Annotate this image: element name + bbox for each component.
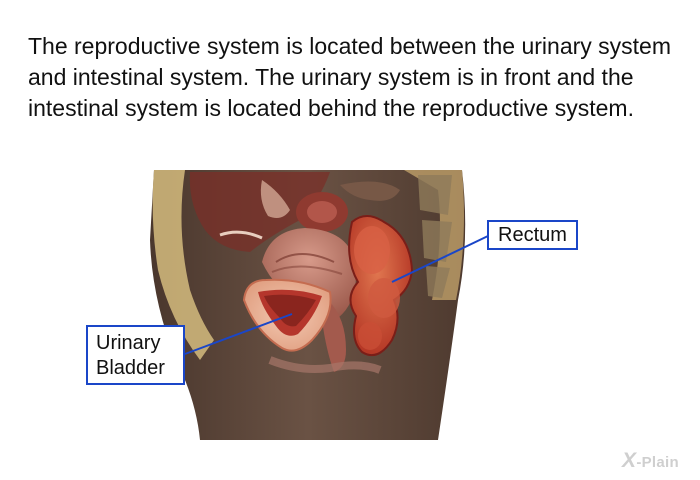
xplain-logo: X-Plain: [622, 449, 679, 473]
rectum-label-text: Rectum: [498, 224, 567, 246]
xplain-logo-mark: X: [622, 449, 636, 472]
rectum-label: Rectum: [487, 220, 578, 250]
urinary-bladder-label: Urinary Bladder: [86, 325, 185, 385]
xplain-logo-name: -Plain: [636, 454, 679, 471]
urinary-bladder-label-line1: Urinary: [96, 331, 175, 356]
urinary-bladder-label-line2: Bladder: [96, 356, 175, 381]
